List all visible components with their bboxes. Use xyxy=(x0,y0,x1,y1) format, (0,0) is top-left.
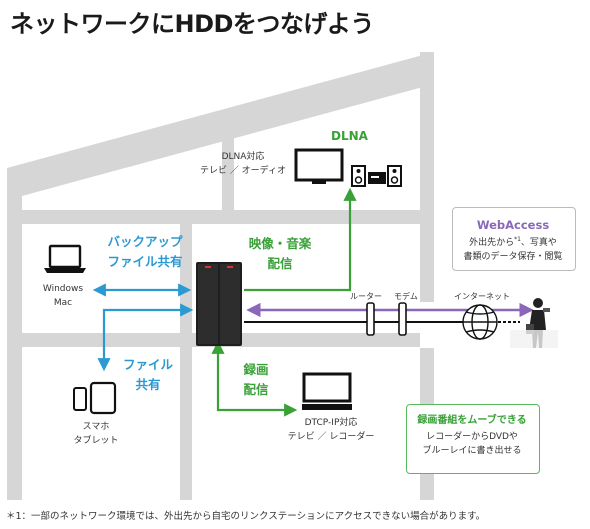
video-line1: 映像・音楽 xyxy=(248,236,312,251)
webaccess-line2: 書類のデータ保存・閲覧 xyxy=(463,252,563,262)
webaccess-line1: 外出先から*1、写真や xyxy=(452,233,574,250)
smartphone-icon xyxy=(73,387,87,411)
webaccess-heading: WebAccess xyxy=(476,218,550,232)
video-line2: 配信 xyxy=(267,256,293,271)
globe-icon xyxy=(462,304,498,340)
move-callout xyxy=(406,404,540,474)
record-line1: 録画 xyxy=(243,362,269,377)
router-icon xyxy=(366,302,375,336)
modem-label: モデム xyxy=(394,292,418,301)
router-label: ルーター xyxy=(350,292,382,301)
pc-label: Windows Mac xyxy=(33,282,93,310)
webaccess-callout xyxy=(452,207,576,271)
laptop-icon xyxy=(44,244,86,273)
dtcp-label: DTCP-IP対応 テレビ ／ レコーダー xyxy=(278,416,384,444)
dlna-device-label: DLNA対応 テレビ ／ オーディオ xyxy=(188,150,298,178)
backup-line2: ファイル共有 xyxy=(107,254,183,269)
dlna-heading: DLNA xyxy=(331,129,368,143)
record-label: 録画 配信 xyxy=(226,360,286,400)
backup-label: バックアップ ファイル共有 xyxy=(98,232,192,272)
tv-icon-dtcp xyxy=(302,372,352,410)
backup-line1: バックアップ xyxy=(107,234,183,249)
dlna-device-line2: テレビ ／ オーディオ xyxy=(199,166,287,176)
upper-floor xyxy=(22,210,420,224)
divider-upper xyxy=(222,110,234,210)
fileshare-line2: 共有 xyxy=(135,377,161,392)
dlna-device-line1: DLNA対応 xyxy=(221,152,265,162)
internet-label: インターネット xyxy=(454,292,510,301)
mobile-line2: タブレット xyxy=(73,436,119,446)
webaccess-footnote-ref: *1 xyxy=(514,236,521,243)
move-line2: ブルーレイに書き出せる xyxy=(422,446,522,456)
pc-line2: Mac xyxy=(53,298,73,308)
record-line2: 配信 xyxy=(243,382,269,397)
video-label: 映像・音楽 配信 xyxy=(240,234,320,274)
move-text: 録画番組をムーブできる レコーダーからDVDや ブルーレイに書き出せる xyxy=(406,412,538,458)
dtcp-line1: DTCP-IP対応 xyxy=(304,418,358,428)
dtcp-line2: テレビ ／ レコーダー xyxy=(287,432,375,442)
webaccess-line1-end: 、写真や xyxy=(520,238,557,248)
modem-icon xyxy=(398,302,407,336)
right-wall xyxy=(420,52,434,302)
move-heading: 録画番組をムーブできる xyxy=(417,415,527,426)
audio-icon xyxy=(351,165,402,187)
video-arrow xyxy=(244,187,357,292)
tv-icon-dlna xyxy=(294,148,344,184)
fileshare-label: ファイル 共有 xyxy=(118,355,178,395)
webaccess-text: WebAccess 外出先から*1、写真や 書類のデータ保存・閲覧 xyxy=(452,217,574,264)
roof xyxy=(7,52,434,500)
tablet-icon xyxy=(89,381,117,415)
nas-hdd-icon xyxy=(196,262,242,346)
fileshare-line1: ファイル xyxy=(122,357,173,372)
move-line1: レコーダーからDVDや xyxy=(426,432,518,442)
record-arrow xyxy=(211,340,298,417)
page-title: ネットワークにHDDをつなげよう xyxy=(10,10,374,38)
footnote: ＊1：一部のネットワーク環境では、外出先から自宅のリンクステーションにアクセスで… xyxy=(6,511,486,522)
mobile-label: スマホ タブレット xyxy=(64,420,128,448)
mobile-line1: スマホ xyxy=(82,422,110,432)
pc-line1: Windows xyxy=(42,284,84,294)
webaccess-line1-text: 外出先から xyxy=(469,238,515,248)
fileshare-arrow xyxy=(97,303,194,372)
